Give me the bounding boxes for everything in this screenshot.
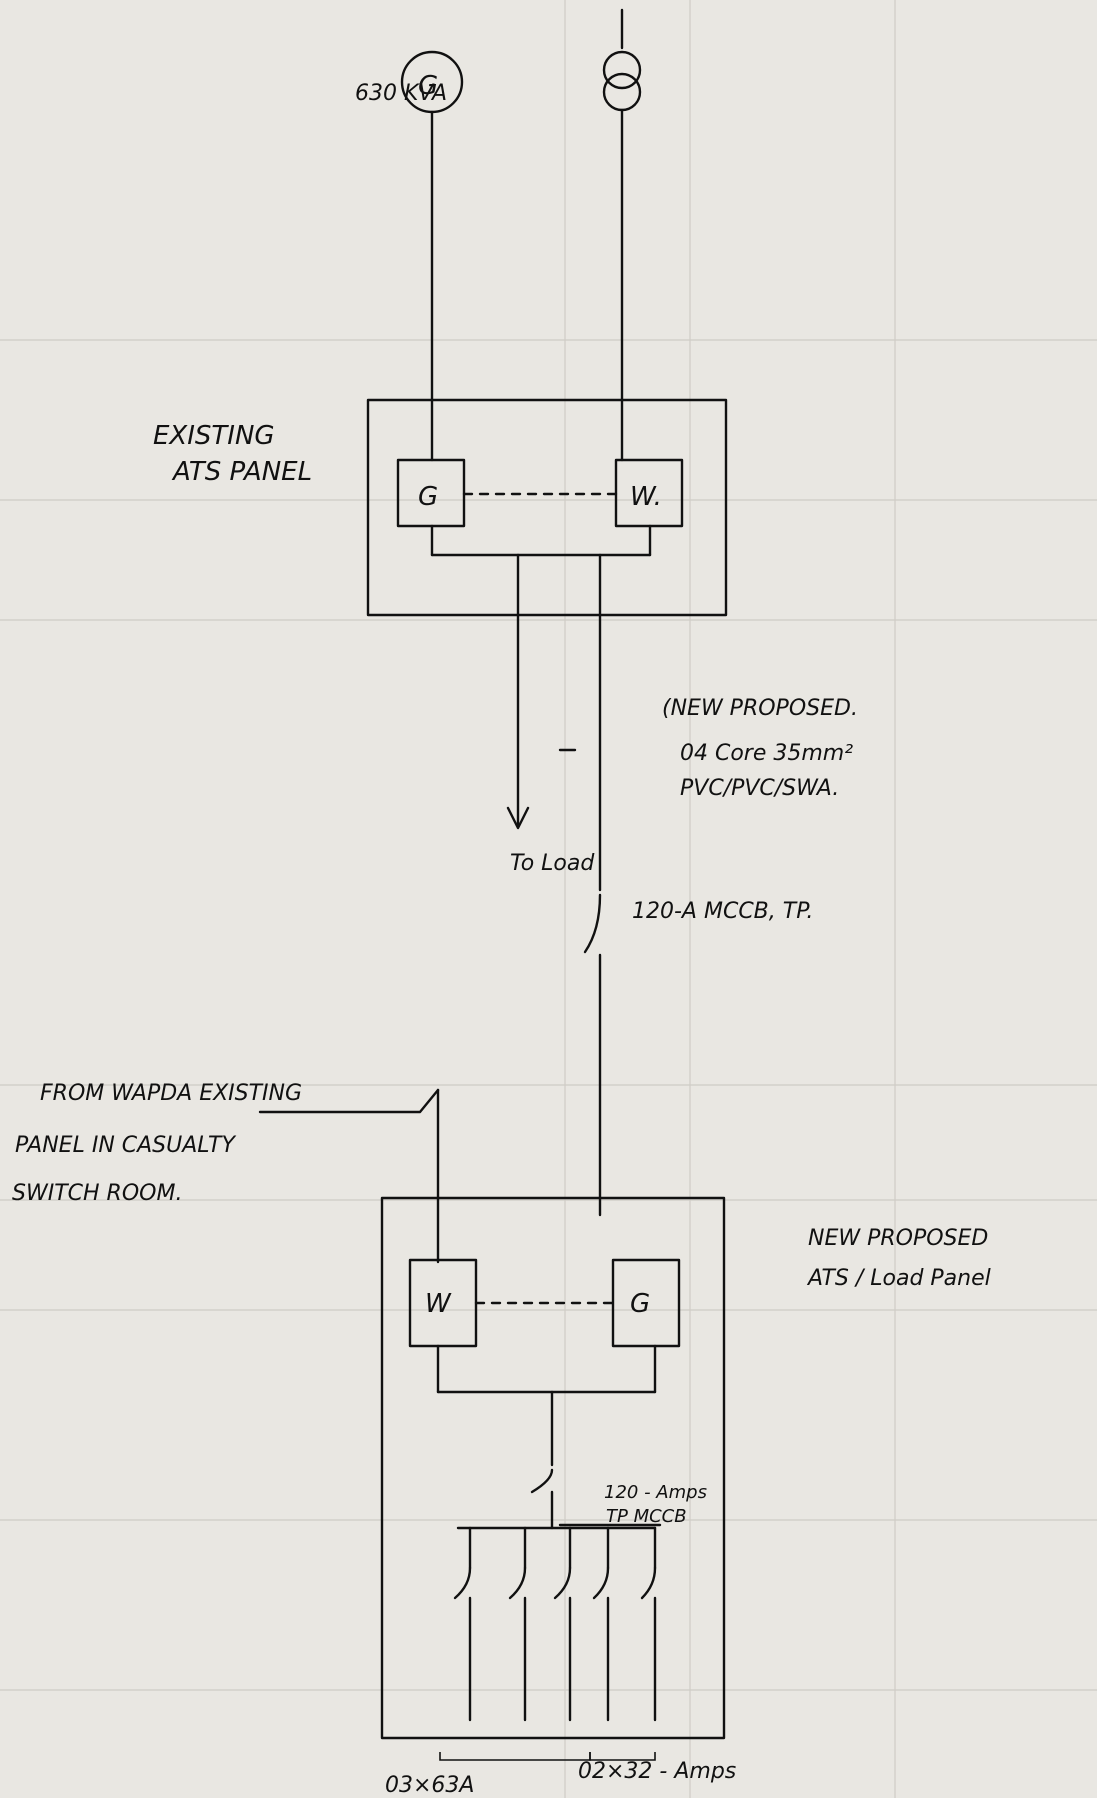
cable-label-3: PVC/PVC/SWA.	[680, 776, 839, 801]
mccb-lower-label-2: TP MCCB	[606, 1506, 687, 1527]
new-panel-w-box: W	[425, 1289, 452, 1319]
transformer-icon	[602, 8, 642, 112]
generator-letter: G	[418, 71, 438, 101]
new-panel-label-1: NEW PROPOSED	[808, 1226, 988, 1251]
wapda-label-2: PANEL IN CASUALTY	[15, 1133, 236, 1158]
cable-label-1: (NEW PROPOSED.	[662, 696, 858, 721]
new-panel-label-2: ATS / Load Panel	[806, 1266, 991, 1291]
upper-mccb-symbol	[583, 893, 602, 1217]
existing-panel-w-box: W.	[630, 482, 662, 512]
to-load-label: To Load	[510, 851, 595, 876]
new-panel-g-box: G	[630, 1289, 650, 1319]
mccb-lower-label-1: 120 - Amps	[604, 1482, 707, 1503]
cable-label-2: 04 Core 35mm²	[680, 741, 853, 766]
outgoing-left-brace	[439, 1752, 591, 1761]
existing-panel-g-box: G	[418, 482, 438, 512]
wapda-label-1: FROM WAPDA EXISTING	[40, 1081, 302, 1106]
wapda-label-3: SWITCH ROOM.	[12, 1181, 182, 1206]
outgoing-right-brace	[589, 1752, 656, 1761]
generator-rating-label: 630 KVA	[355, 81, 447, 106]
outgoing-right-label: 02×32 - Amps	[578, 1759, 736, 1784]
existing-ats-panel: G W.	[366, 398, 728, 617]
existing-panel-label-2: ATS PANEL	[171, 457, 312, 487]
to-load-arrow	[506, 553, 530, 830]
existing-panel-label-1: EXISTING	[153, 421, 275, 451]
outgoing-left-label: 03×63A	[385, 1773, 474, 1798]
mccb-upper-label: 120-A MCCB, TP.	[632, 899, 813, 924]
new-ats-load-panel: W G	[380, 1196, 726, 1740]
wapda-feed-line	[258, 1088, 440, 1114]
